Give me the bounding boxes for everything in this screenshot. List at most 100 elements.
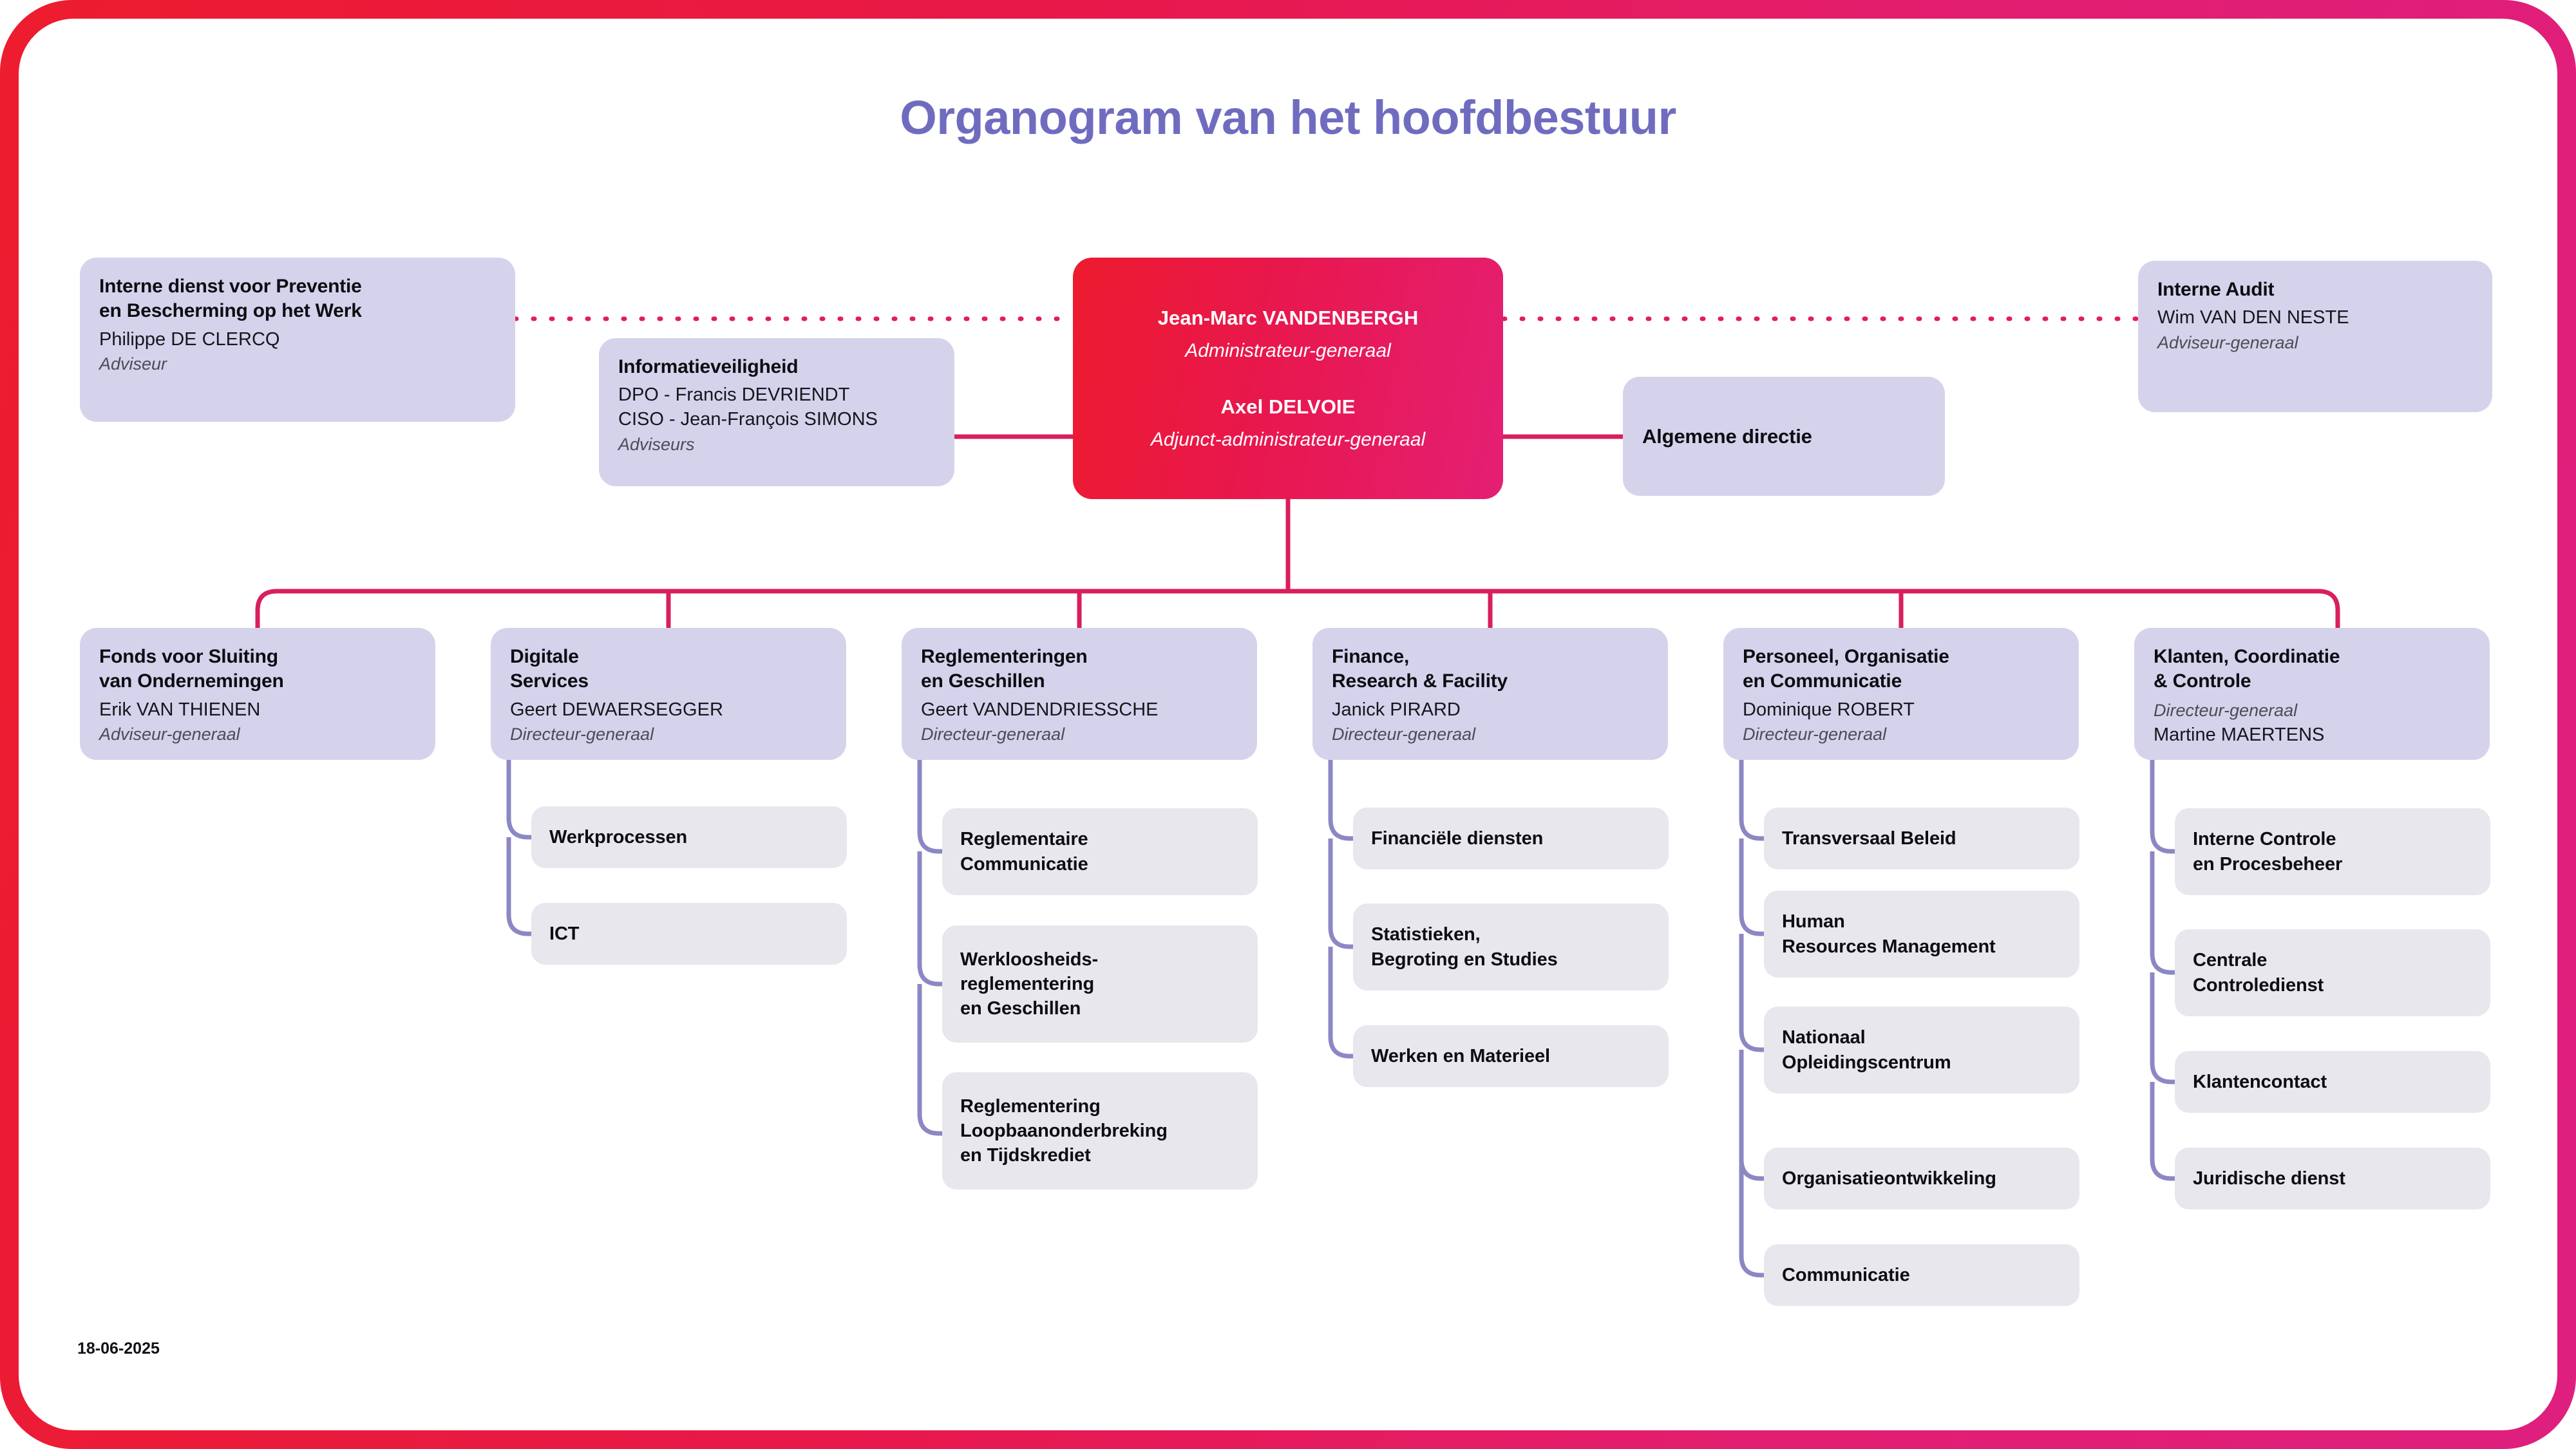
page-title: Organogram van het hoofdbestuur (900, 91, 1676, 144)
subnode-label-line2: Controledienst (2193, 974, 2324, 996)
subnode-label: Centrale Controledienst (2193, 948, 2324, 998)
subnode-label: Financiële diensten (1371, 828, 1544, 849)
node-title-line1: Personeel, Organisatie (1743, 646, 1949, 667)
subnode-label-line2: Communicatie (960, 853, 1088, 875)
subnode-label: Werkloosheids- reglementering en Geschil… (960, 947, 1098, 1021)
node-title-line1: Finance, (1332, 646, 1410, 667)
subnode-klantencontact[interactable]: Klantencontact (2175, 1051, 2490, 1113)
center-leader-name: Jean-Marc VANDENBERGH (1157, 306, 1419, 329)
subnode-label: Nationaal Opleidingscentrum (1782, 1025, 1951, 1075)
subnode-label: Statistieken, Begroting en Studies (1371, 922, 1558, 972)
subnode-human-resources-management[interactable]: Human Resources Management (1764, 891, 2079, 978)
node-title-line1: Reglementeringen (921, 646, 1088, 667)
subnode-centrale-controledienst[interactable]: Centrale Controledienst (2175, 929, 2490, 1016)
node-administrateur-generaal[interactable]: Jean-Marc VANDENBERGH Administrateur-gen… (1073, 258, 1503, 499)
subnode-ict[interactable]: ICT (531, 903, 847, 965)
subnode-label-line1: Reglementering (960, 1095, 1101, 1117)
subnode-reglementering-loopbaanonderbreking-tijdskrediet[interactable]: Reglementering Loopbaanonderbreking en T… (942, 1072, 1258, 1189)
node-person-name: Janick PIRARD (1332, 699, 1461, 720)
subnode-label-line2: reglementering (960, 973, 1095, 994)
node-person-role: Directeur-generaal (510, 724, 654, 744)
node-title-line2: en Bescherming op het Werk (99, 300, 362, 322)
node-dept-fonds-sluiting[interactable]: Fonds voor Sluiting van Ondernemingen Er… (80, 628, 435, 760)
center-deputy-role: Adjunct-administrateur-generaal (1150, 428, 1426, 450)
date-stamp: 18-06-2025 (77, 1340, 160, 1358)
subnode-organisatieontwikkeling[interactable]: Organisatieontwikkeling (1764, 1148, 2079, 1209)
node-person-name-ciso: CISO - Jean-François SIMONS (618, 409, 878, 430)
subnode-label: ICT (549, 923, 580, 944)
subnode-juridische-dienst[interactable]: Juridische dienst (2175, 1148, 2490, 1209)
subnode-label: Organisatieontwikkeling (1782, 1168, 1996, 1189)
subnode-communicatie[interactable]: Communicatie (1764, 1244, 2079, 1306)
node-person-role: Adviseur (99, 354, 167, 374)
node-dept-reglementeringen-geschillen[interactable]: Reglementeringen en Geschillen Geert VAN… (902, 628, 1257, 760)
subnode-label-line2: Resources Management (1782, 936, 1996, 957)
node-title: Personeel, Organisatie en Communicatie (1743, 645, 2060, 694)
subnode-label: Interne Controle en Procesbeheer (2193, 827, 2342, 876)
node-informatieveiligheid[interactable]: Informatieveiligheid DPO - Francis DEVRI… (599, 338, 954, 486)
node-person-role: Adviseurs (618, 434, 695, 454)
subnode-label-line1: Nationaal (1782, 1027, 1866, 1048)
subnode-label-line2: Loopbaanonderbreking (960, 1120, 1168, 1141)
node-interne-dienst-preventie[interactable]: Interne dienst voor Preventie en Bescher… (80, 258, 515, 422)
subnode-label-line2: Opleidingscentrum (1782, 1052, 1951, 1073)
subnode-financiele-diensten[interactable]: Financiële diensten (1353, 808, 1669, 869)
node-title: Interne Audit (2157, 279, 2275, 300)
center-leader-role: Administrateur-generaal (1185, 339, 1391, 361)
subnode-label-line2: Begroting en Studies (1371, 949, 1558, 970)
node-title-line2: en Geschillen (921, 670, 1045, 692)
subnode-label: Klantencontact (2193, 1071, 2327, 1092)
node-person-role: Adviseur-generaal (99, 724, 240, 744)
node-person-name: Wim VAN DEN NESTE (2157, 307, 2349, 328)
node-person-role: Directeur-generaal (1743, 724, 1887, 744)
node-algemene-directie[interactable]: Algemene directie (1623, 377, 1945, 496)
node-title-line1: Interne dienst voor Preventie (99, 276, 362, 297)
subnode-label: Werkprocessen (549, 826, 688, 848)
node-title-line2: Services (510, 670, 589, 692)
subnode-werkprocessen[interactable]: Werkprocessen (531, 806, 847, 868)
subnode-label: Communicatie (1782, 1264, 1910, 1285)
node-dept-digitale-services[interactable]: Digitale Services Geert DEWAERSEGGER Dir… (491, 628, 846, 760)
node-person-name: Martine MAERTENS (2154, 724, 2325, 745)
subnode-reglementaire-communicatie[interactable]: Reglementaire Communicatie (942, 808, 1258, 895)
node-person-name: Erik VAN THIENEN (99, 699, 261, 720)
node-interne-audit[interactable]: Interne Audit Wim VAN DEN NESTE Adviseur… (2138, 261, 2492, 412)
node-dept-klanten-coordinatie-controle[interactable]: Klanten, Coordinatie & Controle Directeu… (2134, 628, 2490, 760)
subnode-werkloosheidsreglementering-geschillen[interactable]: Werkloosheids- reglementering en Geschil… (942, 925, 1258, 1043)
subnode-label-line1: Werkloosheids- (960, 949, 1099, 970)
subnode-label-line1: Interne Controle (2193, 829, 2336, 850)
subnode-transversaal-beleid[interactable]: Transversaal Beleid (1764, 808, 2079, 869)
subnode-label: Transversaal Beleid (1782, 828, 1956, 849)
subnode-label: Juridische dienst (2193, 1168, 2345, 1189)
subnode-werken-en-materieel[interactable]: Werken en Materieel (1353, 1025, 1669, 1087)
subnode-label-line1: Statistieken, (1371, 924, 1481, 945)
node-person-name: Dominique ROBERT (1743, 699, 1915, 720)
subnode-nationaal-opleidingscentrum[interactable]: Nationaal Opleidingscentrum (1764, 1007, 2079, 1094)
node-person-name: Philippe DE CLERCQ (99, 328, 280, 350)
subnode-label: Werken en Materieel (1371, 1045, 1551, 1066)
node-person-name-dpo: DPO - Francis DEVRIENDT (618, 384, 850, 406)
subnode-statistieken-begroting-studies[interactable]: Statistieken, Begroting en Studies (1353, 904, 1669, 990)
node-person-name: Geert DEWAERSEGGER (510, 699, 723, 720)
subnode-label: Reglementering Loopbaanonderbreking en T… (960, 1094, 1168, 1168)
node-title: Digitale Services (510, 645, 827, 694)
subnode-label-line1: Centrale (2193, 950, 2268, 971)
node-title: Interne dienst voor Preventie en Bescher… (99, 274, 496, 324)
node-person-role: Adviseur-generaal (2157, 333, 2298, 353)
node-title-line1: Fonds voor Sluiting (99, 646, 278, 667)
node-title: Finance, Research & Facility (1332, 645, 1649, 694)
node-dept-personeel-organisatie-communicatie[interactable]: Personeel, Organisatie en Communicatie D… (1723, 628, 2079, 760)
subnode-interne-controle-procesbeheer[interactable]: Interne Controle en Procesbeheer (2175, 808, 2490, 895)
node-dept-finance-research-facility[interactable]: Finance, Research & Facility Janick PIRA… (1312, 628, 1668, 760)
node-title-line1: Digitale (510, 646, 579, 667)
node-person-role: Directeur-generaal (921, 724, 1065, 744)
node-person-name: Geert VANDENDRIESSCHE (921, 699, 1159, 720)
node-title: Klanten, Coordinatie & Controle (2154, 645, 2470, 694)
subnode-label: Human Resources Management (1782, 909, 1996, 959)
node-title-line2: & Controle (2154, 670, 2251, 692)
node-person-role: Directeur-generaal (1332, 724, 1476, 744)
node-title-line2: Research & Facility (1332, 670, 1508, 692)
node-title-line1: Klanten, Coordinatie (2154, 646, 2340, 667)
